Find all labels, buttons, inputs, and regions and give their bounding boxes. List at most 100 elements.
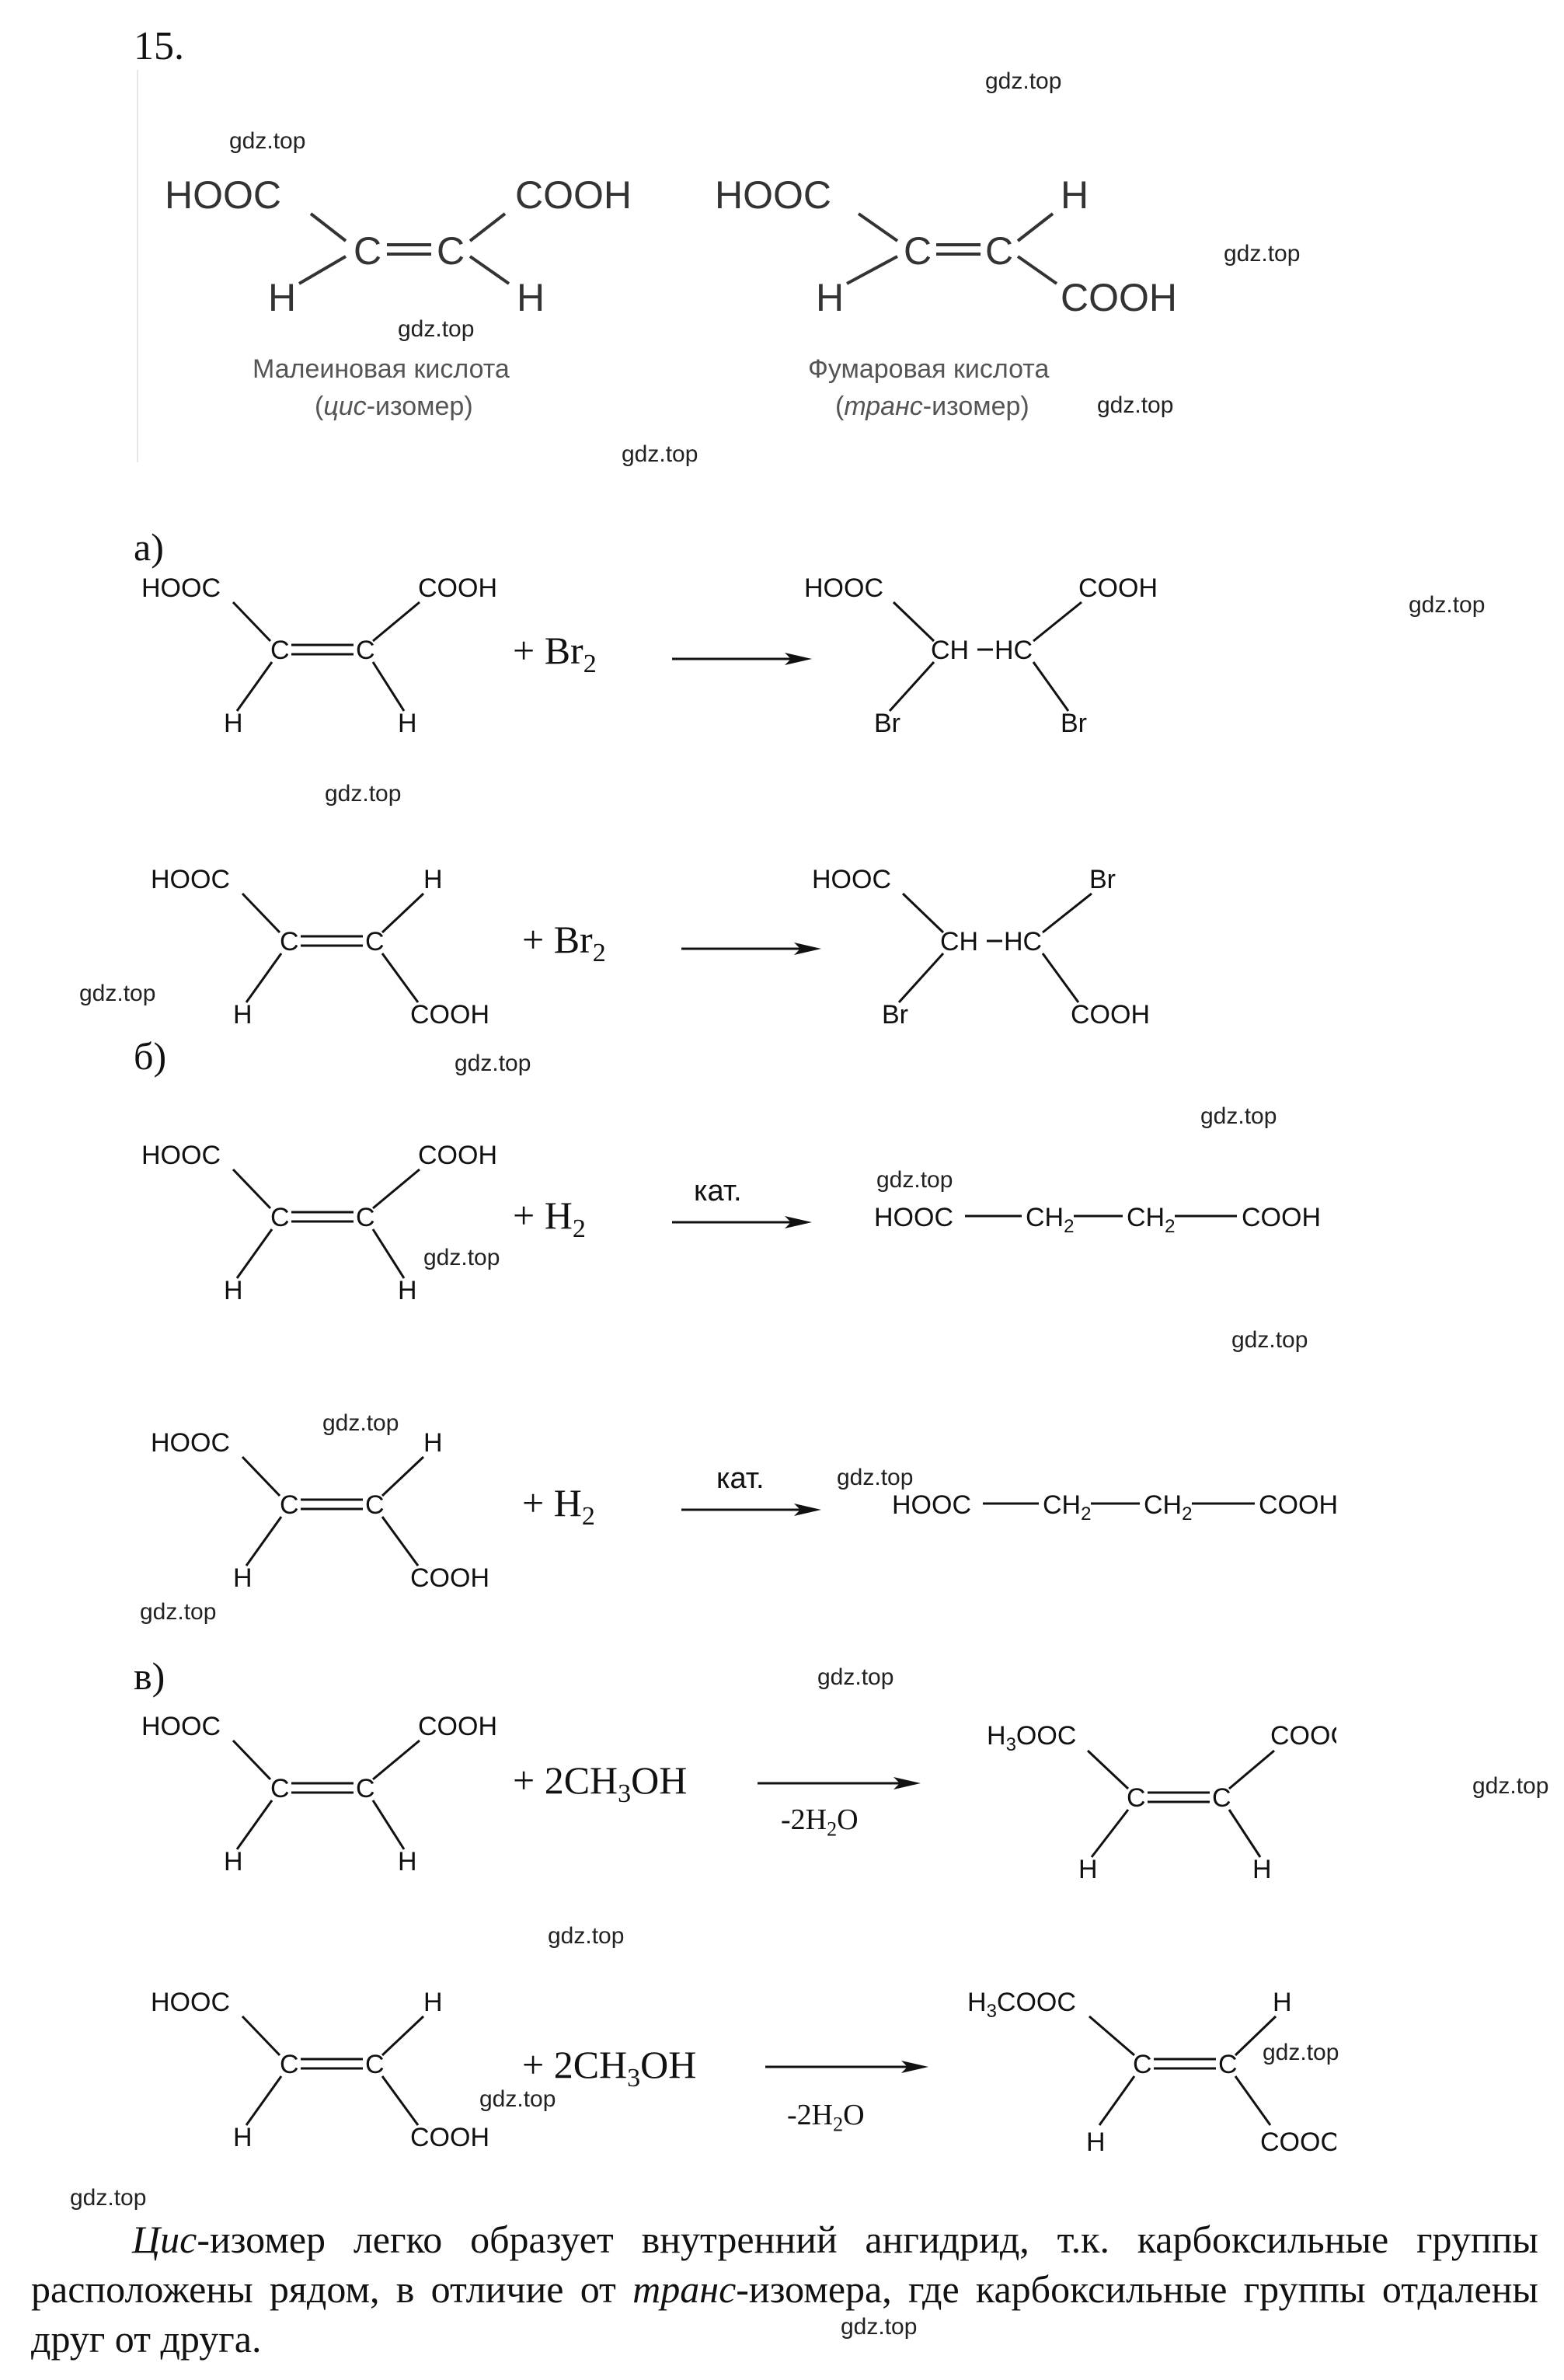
problem-number: 15. bbox=[134, 24, 184, 68]
watermark: gdz.top bbox=[479, 2086, 556, 2112]
atom-cooh: COOH bbox=[1242, 1203, 1321, 1232]
atom-c: C bbox=[356, 636, 375, 665]
header-fumaric-h2: H bbox=[816, 276, 844, 319]
watermark: gdz.top bbox=[229, 128, 306, 154]
atom-cooh: COOH bbox=[418, 1712, 497, 1741]
atom-h: H bbox=[1252, 1855, 1272, 1884]
watermark: gdz.top bbox=[837, 1465, 914, 1490]
atom-c: C bbox=[270, 1774, 290, 1803]
atom-ch: CH bbox=[931, 636, 969, 665]
watermark: gdz.top bbox=[841, 2314, 918, 2340]
header-fumaric-c2: C bbox=[985, 229, 1013, 273]
condition-catalyst: кат. bbox=[694, 1175, 742, 1207]
atom-h: H bbox=[233, 1563, 253, 1593]
header-maleic-cooh: COOH bbox=[515, 173, 632, 217]
atom-c: C bbox=[270, 636, 290, 665]
atom-cooch3: COOCH3 bbox=[1270, 1721, 1336, 1755]
atom-c: C bbox=[280, 1490, 299, 1520]
reagent-h2: + H2 bbox=[522, 1481, 595, 1531]
header-maleic-h1: H bbox=[268, 276, 296, 319]
figure-border bbox=[137, 70, 138, 462]
reaction-b1: HOOC COOH C C H H HOOC CH2 CH2 COOH bbox=[141, 1141, 1321, 1305]
header-figure: HOOC COOH C C H H HOOC H C C H COOH bbox=[165, 173, 1177, 319]
atom-c: C bbox=[365, 927, 385, 957]
atom-cooh: COOH bbox=[1078, 573, 1158, 603]
header-maleic-h2: H bbox=[517, 276, 545, 319]
reagent-ch3oh: + 2CH3OH bbox=[522, 2043, 697, 2093]
atom-h: H bbox=[423, 865, 443, 894]
atom-c: C bbox=[280, 927, 299, 957]
section-label-a: а) bbox=[134, 525, 164, 569]
reagent-h2: + H2 bbox=[513, 1193, 586, 1243]
watermark: gdz.top bbox=[985, 68, 1062, 94]
header-fumaric-c1: C bbox=[904, 229, 932, 273]
watermark: gdz.top bbox=[398, 316, 475, 342]
atom-c: C bbox=[356, 1203, 375, 1232]
watermark: gdz.top bbox=[79, 981, 156, 1006]
atom-h: H bbox=[1086, 2127, 1106, 2157]
atom-cooh: COOH bbox=[410, 2123, 489, 2152]
atom-h: H bbox=[224, 1276, 243, 1305]
caption-fumaric-isomer: (транс-изомер) bbox=[835, 392, 1029, 421]
header-maleic-c2: C bbox=[437, 229, 465, 273]
atom-h: H bbox=[1078, 1855, 1098, 1884]
watermark: gdz.top bbox=[140, 1599, 217, 1625]
caption-maleic-name: Малеиновая кислота bbox=[253, 354, 510, 384]
atom-c: C bbox=[1218, 2050, 1238, 2079]
atom-hooc: HOOC bbox=[812, 865, 891, 894]
header-fumaric-h1: H bbox=[1061, 173, 1089, 217]
header-maleic-hooc: HOOC bbox=[165, 173, 281, 217]
reaction-v2: HOOC H C C H COOH H3COOC H C C H COOCH3 bbox=[151, 1988, 1336, 2157]
watermark: gdz.top bbox=[548, 1923, 625, 1949]
header-fumaric-cooh: COOH bbox=[1061, 276, 1177, 319]
atom-h: H bbox=[233, 1000, 253, 1030]
atom-cooh: COOH bbox=[1071, 1000, 1150, 1030]
watermark: gdz.top bbox=[817, 1664, 894, 1690]
header-maleic-c1: C bbox=[354, 229, 381, 273]
conclusion-italic: транс bbox=[632, 2267, 737, 2311]
atom-ch: CH bbox=[940, 927, 978, 957]
watermark: gdz.top bbox=[1409, 592, 1486, 618]
atom-hc: HC bbox=[994, 636, 1033, 665]
atom-hooc: HOOC bbox=[151, 865, 230, 894]
atom-h: H bbox=[398, 709, 417, 738]
atom-br: Br bbox=[1089, 865, 1116, 894]
atom-hooc: HOOC bbox=[804, 573, 883, 603]
atom-cooh: COOH bbox=[1259, 1490, 1338, 1520]
atom-c: C bbox=[1212, 1783, 1231, 1813]
atom-hooc: HOOC bbox=[151, 1988, 230, 2017]
reagent-br2: + Br2 bbox=[513, 629, 597, 678]
atom-h: H bbox=[233, 2123, 253, 2152]
atom-c: C bbox=[365, 2050, 385, 2079]
watermark: gdz.top bbox=[322, 1410, 399, 1436]
atom-cooh: COOH bbox=[410, 1000, 489, 1030]
atom-cooh: COOH bbox=[418, 1141, 497, 1170]
watermark: gdz.top bbox=[1263, 2040, 1339, 2065]
atom-hc: HC bbox=[1004, 927, 1042, 957]
watermark: gdz.top bbox=[1200, 1103, 1277, 1129]
atom-hooc: HOOC bbox=[874, 1203, 953, 1232]
watermark: gdz.top bbox=[70, 2185, 147, 2211]
watermark: gdz.top bbox=[1472, 1773, 1549, 1799]
conclusion-lead: Цис bbox=[132, 2218, 197, 2261]
atom-hooc: HOOC bbox=[141, 1141, 221, 1170]
atom-c: C bbox=[365, 1490, 385, 1520]
atom-h: H bbox=[224, 709, 243, 738]
reagent-ch3oh: + 2CH3OH bbox=[513, 1758, 688, 1808]
watermark: gdz.top bbox=[1231, 1327, 1308, 1353]
atom-h: H bbox=[423, 1428, 443, 1458]
watermark: gdz.top bbox=[325, 781, 402, 807]
atom-cooh: COOH bbox=[418, 573, 497, 603]
reaction-a2: HOOC H C C H COOH HOOC Br CH HC Br COOH bbox=[151, 865, 1150, 1030]
atom-ch2: CH2 bbox=[1026, 1203, 1074, 1237]
atom-hooc: HOOC bbox=[892, 1490, 971, 1520]
atom-br: Br bbox=[874, 709, 900, 738]
atom-h: H bbox=[1273, 1988, 1292, 2017]
reaction-a1: HOOC COOH C C H H HOOC COOH CH HC Br Br bbox=[141, 573, 1158, 738]
conclusion-part1: -изомер легко образует внутренний ангидр… bbox=[31, 2218, 1538, 2311]
condition-minus-water: -2H2O bbox=[781, 1803, 859, 1841]
atom-c: C bbox=[1133, 2050, 1152, 2079]
atom-ch2: CH2 bbox=[1043, 1490, 1091, 1525]
atom-c: C bbox=[356, 1774, 375, 1803]
atom-h3ooc: H3OOC bbox=[987, 1721, 1076, 1755]
